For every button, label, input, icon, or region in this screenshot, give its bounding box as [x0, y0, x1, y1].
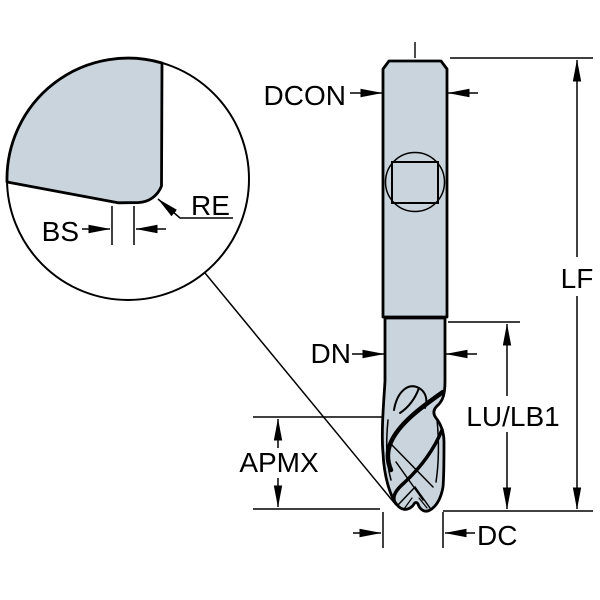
flute-curves: [385, 385, 446, 510]
dimension-lu-lb1: LU/LB1: [448, 321, 560, 510]
re-leader-line: [157, 198, 233, 219]
detail-leader-line: [204, 272, 397, 506]
weldon-flat-rect: [391, 161, 439, 204]
dimension-bs: BS: [42, 206, 166, 247]
tool-drawing: [380, 42, 449, 513]
lu-lb1-label: LU/LB1: [466, 401, 559, 432]
apmx-label: APMX: [239, 447, 319, 478]
dimensions: DCON LF DN LU/LB1: [239, 57, 594, 551]
dimension-dc: DC: [353, 512, 517, 551]
dimension-re: RE: [157, 190, 233, 221]
lf-label: LF: [561, 263, 594, 294]
dcon-label: DCON: [264, 80, 346, 111]
dimension-lf: LF: [450, 57, 594, 510]
dn-label: DN: [311, 338, 351, 369]
dc-label: DC: [477, 520, 517, 551]
shank: [381, 59, 449, 319]
dimension-dcon: DCON: [264, 80, 478, 111]
dimension-dn: DN: [311, 338, 477, 369]
weldon-flat-circle: [384, 151, 446, 213]
re-label: RE: [191, 190, 230, 221]
corner-detail-view: BS RE: [5, 56, 250, 301]
bs-label: BS: [42, 216, 79, 247]
corner-profile: [5, 56, 164, 205]
dimension-apmx: APMX: [239, 416, 384, 510]
